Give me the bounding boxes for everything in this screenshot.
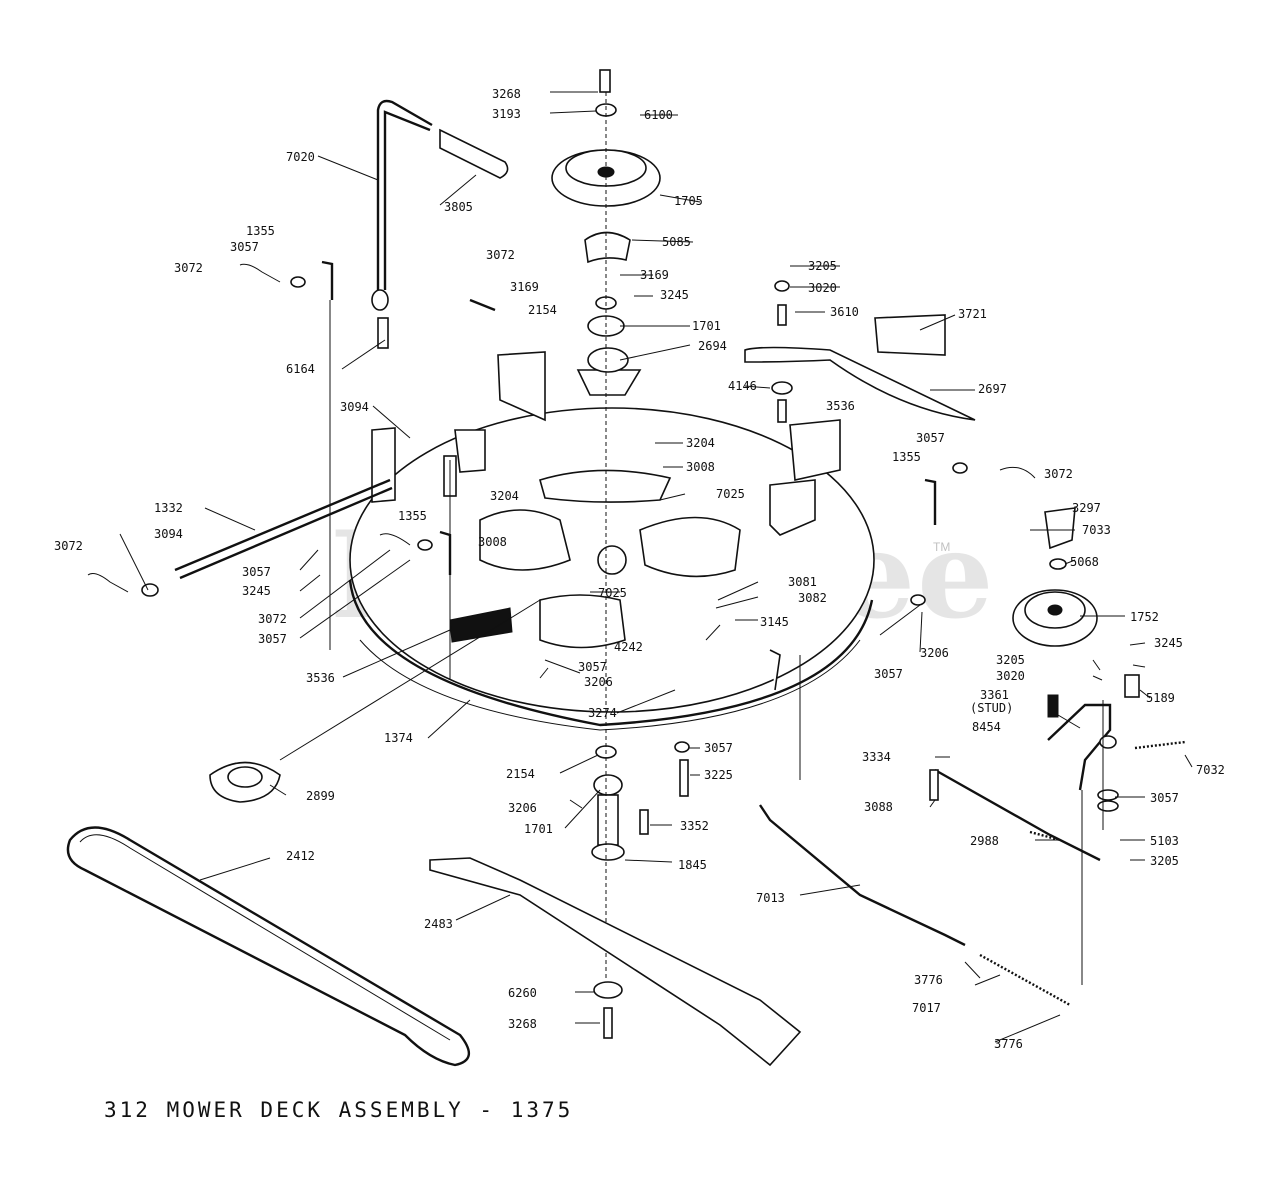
part-label-2483: 2483: [424, 917, 453, 931]
part-label-1701: 1701: [524, 822, 553, 836]
part-label-2154: 2154: [528, 303, 557, 317]
part-label-1752: 1752: [1130, 610, 1159, 624]
part-label-3057: 3057: [704, 741, 733, 755]
part-label-3145: 3145: [760, 615, 789, 629]
part-label-6164: 6164: [286, 362, 315, 376]
part-label-3352: 3352: [680, 819, 709, 833]
part-label-4146: 4146: [728, 379, 757, 393]
part-label-2988: 2988: [970, 834, 999, 848]
part-label-3204: 3204: [490, 489, 519, 503]
part-label-5103: 5103: [1150, 834, 1179, 848]
part-label-7013: 7013: [756, 891, 785, 905]
part-label-3536: 3536: [306, 671, 335, 685]
part-label-3297: 3297: [1072, 501, 1101, 515]
part-label-3057: 3057: [230, 240, 259, 254]
part-label-3245: 3245: [242, 584, 271, 598]
part-label-stud: (STUD): [970, 701, 1013, 715]
part-label-3169: 3169: [510, 280, 539, 294]
part-label-3020: 3020: [996, 669, 1025, 683]
part-label-1355: 1355: [892, 450, 921, 464]
part-label-3206: 3206: [508, 801, 537, 815]
part-label-3361: 3361: [980, 688, 1009, 702]
part-label-3057: 3057: [1150, 791, 1179, 805]
part-label-3206: 3206: [584, 675, 613, 689]
part-label-3072: 3072: [174, 261, 203, 275]
part-label-3020: 3020: [808, 281, 837, 295]
part-label-1355: 1355: [246, 224, 275, 238]
part-label-7032: 7032: [1196, 763, 1225, 777]
part-label-3094: 3094: [154, 527, 183, 541]
part-label-5189: 5189: [1146, 691, 1175, 705]
part-label-3205: 3205: [1150, 854, 1179, 868]
part-label-2412: 2412: [286, 849, 315, 863]
part-label-3268: 3268: [492, 87, 521, 101]
part-label-7033: 7033: [1082, 523, 1111, 537]
part-label-6100: 6100: [644, 108, 673, 122]
part-label-2697: 2697: [978, 382, 1007, 396]
part-label-3057: 3057: [578, 660, 607, 674]
part-label-3334: 3334: [862, 750, 891, 764]
part-label-3776: 3776: [914, 973, 943, 987]
part-label-3169: 3169: [640, 268, 669, 282]
part-label-3081: 3081: [788, 575, 817, 589]
part-label-1374: 1374: [384, 731, 413, 745]
part-label-3057: 3057: [242, 565, 271, 579]
part-label-3008: 3008: [478, 535, 507, 549]
part-label-2694: 2694: [698, 339, 727, 353]
diagram-caption: 312 MOWER DECK ASSEMBLY - 1375: [104, 1098, 574, 1122]
part-label-3088: 3088: [864, 800, 893, 814]
part-label-3057: 3057: [916, 431, 945, 445]
part-label-6260: 6260: [508, 986, 537, 1000]
part-label-3610: 3610: [830, 305, 859, 319]
part-label-3072: 3072: [486, 248, 515, 262]
part-label-3204: 3204: [686, 436, 715, 450]
part-label-5068: 5068: [1070, 555, 1099, 569]
part-label-3193: 3193: [492, 107, 521, 121]
part-label-3206: 3206: [920, 646, 949, 660]
part-label-3721: 3721: [958, 307, 987, 321]
part-label-3805: 3805: [444, 200, 473, 214]
part-label-3225: 3225: [704, 768, 733, 782]
part-number-labels: 3268 3193 6100 1705 7020 3805 5085 1355 3057 3072…: [54, 87, 1225, 1051]
part-label-1332: 1332: [154, 501, 183, 515]
part-label-7020: 7020: [286, 150, 315, 164]
lift-handle: [371, 99, 509, 311]
part-label-7017: 7017: [912, 1001, 941, 1015]
part-label-1355: 1355: [398, 509, 427, 523]
spindle-pulley-stack: [551, 69, 661, 1039]
part-label-3536: 3536: [826, 399, 855, 413]
part-label-1845: 1845: [678, 858, 707, 872]
right-side-parts: [639, 280, 1186, 1007]
part-label-3776: 3776: [994, 1037, 1023, 1051]
part-label-3205: 3205: [808, 259, 837, 273]
part-label-1701: 1701: [692, 319, 721, 333]
part-label-4242: 4242: [614, 640, 643, 654]
belt-blade-plate: [66, 761, 802, 1067]
part-label-3245: 3245: [660, 288, 689, 302]
part-label-8454: 8454: [972, 720, 1001, 734]
part-label-3057: 3057: [258, 632, 287, 646]
leader-lines: [119, 91, 1193, 1043]
part-label-3072: 3072: [258, 612, 287, 626]
part-label-3057: 3057: [874, 667, 903, 681]
part-label-3268: 3268: [508, 1017, 537, 1031]
part-label-3094: 3094: [340, 400, 369, 414]
part-label-3082: 3082: [798, 591, 827, 605]
part-label-3245: 3245: [1154, 636, 1183, 650]
part-label-3008: 3008: [686, 460, 715, 474]
part-label-3205: 3205: [996, 653, 1025, 667]
part-label-3072: 3072: [1044, 467, 1073, 481]
watermark-trademark: TM: [933, 540, 951, 554]
part-label-5085: 5085: [662, 235, 691, 249]
part-label-1705: 1705: [674, 194, 703, 208]
part-label-7025: 7025: [716, 487, 745, 501]
part-label-7025: 7025: [598, 586, 627, 600]
part-label-3274: 3274: [588, 706, 617, 720]
part-label-2899: 2899: [306, 789, 335, 803]
part-label-2154: 2154: [506, 767, 535, 781]
part-label-3072: 3072: [54, 539, 83, 553]
